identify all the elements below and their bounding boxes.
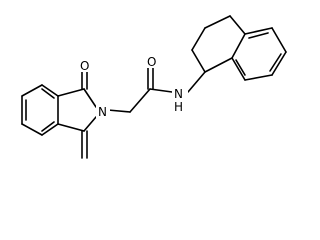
bond-ring4-inner-1 [248, 32, 269, 39]
bond-ring2-3 [83, 116, 97, 132]
bond-ring3-5 [231, 33, 246, 59]
bond-ring2-2 [83, 88, 97, 108]
bond-ring3-2 [191, 27, 206, 51]
molecule-canvas: O N O N H [21, 15, 287, 159]
bond-n1-ch2 [107, 109, 131, 113]
bond-ring3-6 [204, 57, 233, 73]
bond-co-n2 [149, 88, 173, 93]
bond-ring4-5 [231, 57, 246, 81]
atom-label-layer: O N O N H [80, 54, 188, 119]
oxygen-atom-label: O [147, 55, 156, 69]
bond-ring3-1 [191, 49, 206, 73]
bond-ring1-inner-2 [41, 121, 55, 132]
oxygen-atom-label: O [80, 59, 89, 73]
bond-layer [21, 15, 287, 159]
bond-ring4-4 [244, 74, 273, 81]
hydrogen-atom-label: H [174, 100, 183, 114]
bond-n2-c1 [187, 71, 206, 93]
bond-ring4-2 [271, 27, 287, 53]
bond-ring4-3 [271, 51, 287, 76]
nitrogen-atom-label: N [98, 105, 107, 119]
bond-ring4-inner-3 [235, 59, 246, 76]
bond-ring4-inner-2 [269, 53, 282, 72]
bond-ring1-1 [21, 84, 43, 97]
nitrogen-atom-label: N [174, 87, 183, 101]
bond-ring4-1 [244, 27, 273, 35]
bond-ring2-4 [57, 123, 85, 132]
bond-ring1-6 [41, 84, 59, 97]
bond-ch2-co [129, 88, 151, 113]
bond-ring1-4 [41, 123, 59, 136]
bond-ring3-3 [204, 15, 231, 29]
bond-ring2-1 [57, 88, 85, 97]
bond-ring1-inner-3 [41, 88, 55, 99]
bond-ring1-3 [21, 123, 43, 136]
bond-ring3-4 [229, 15, 246, 35]
